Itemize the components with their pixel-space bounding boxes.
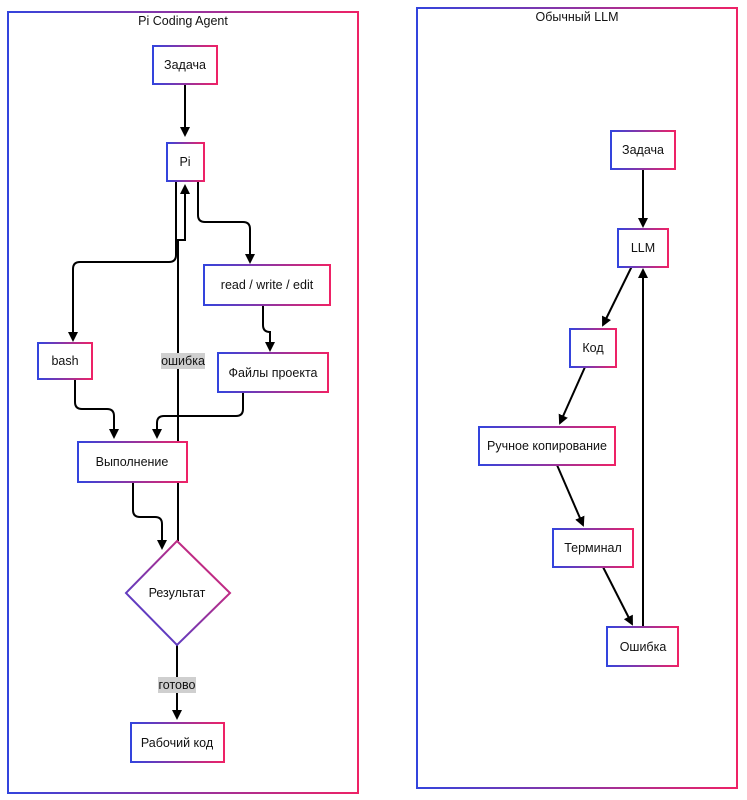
right-edges — [556, 169, 648, 626]
node-rwe-label: read / write / edit — [221, 278, 314, 292]
edge-label-error-text: ошибка — [161, 354, 205, 368]
edge-manual-to-terminal — [556, 464, 585, 527]
node-code: Код — [569, 328, 617, 368]
cluster-left-title: Pi Coding Agent — [138, 14, 228, 28]
node-error: Ошибка — [606, 626, 679, 667]
edge-label-done: готово — [158, 677, 196, 693]
node-bash-label: bash — [51, 354, 78, 368]
edge-exec-to-result — [132, 482, 167, 550]
node-read-write-edit: read / write / edit — [203, 264, 331, 306]
node-code-label: Код — [582, 341, 604, 355]
edge-code-to-manual — [558, 366, 586, 425]
edge-label-error: ошибка — [161, 353, 205, 369]
cluster-right-title: Обычный LLM — [535, 10, 618, 24]
edge-pi-to-bash — [68, 182, 177, 342]
cluster-left-border — [7, 11, 359, 794]
edge-label-error-bg — [161, 353, 205, 369]
node-result-decision: Результат — [124, 539, 232, 647]
cluster-pi-coding-agent: Pi Coding Agent — [7, 11, 359, 794]
edge-pi-to-rwe — [197, 182, 255, 264]
node-right-task: Задача — [610, 130, 676, 170]
node-manual-label: Ручное копирование — [487, 439, 607, 453]
node-pi-label: Pi — [179, 155, 190, 169]
node-project-files: Файлы проекта — [217, 352, 329, 393]
cluster-right-border — [416, 7, 738, 789]
node-working-label: Рабочий код — [141, 736, 214, 750]
node-pi: Pi — [166, 142, 205, 182]
node-left-task: Задача — [152, 45, 218, 85]
edge-files-to-exec — [152, 392, 244, 439]
edge-result-to-pi-error — [177, 184, 190, 541]
node-llm: LLM — [617, 228, 669, 268]
node-left-task-label: Задача — [164, 58, 206, 72]
edge-label-done-bg — [158, 677, 196, 693]
edge-terminal-to-error — [602, 566, 633, 626]
edge-label-done-text: готово — [159, 678, 196, 692]
node-terminal: Терминал — [552, 528, 634, 568]
edge-rwe-to-files — [262, 305, 275, 352]
edge-bash-to-exec — [74, 378, 119, 439]
node-right-task-label: Задача — [622, 143, 664, 157]
cluster-plain-llm: Обычный LLM — [416, 7, 738, 789]
node-result-label: Результат — [149, 586, 206, 600]
node-execution: Выполнение — [77, 441, 188, 483]
node-terminal-label: Терминал — [564, 541, 622, 555]
node-files-label: Файлы проекта — [229, 366, 318, 380]
node-exec-label: Выполнение — [96, 455, 169, 469]
node-llm-label: LLM — [631, 241, 655, 255]
node-bash: bash — [37, 342, 93, 380]
node-error-label: Ошибка — [620, 640, 667, 654]
edge-llm-to-code — [602, 265, 633, 327]
node-working-code: Рабочий код — [130, 722, 225, 763]
node-manual-copy: Ручное копирование — [478, 426, 616, 466]
